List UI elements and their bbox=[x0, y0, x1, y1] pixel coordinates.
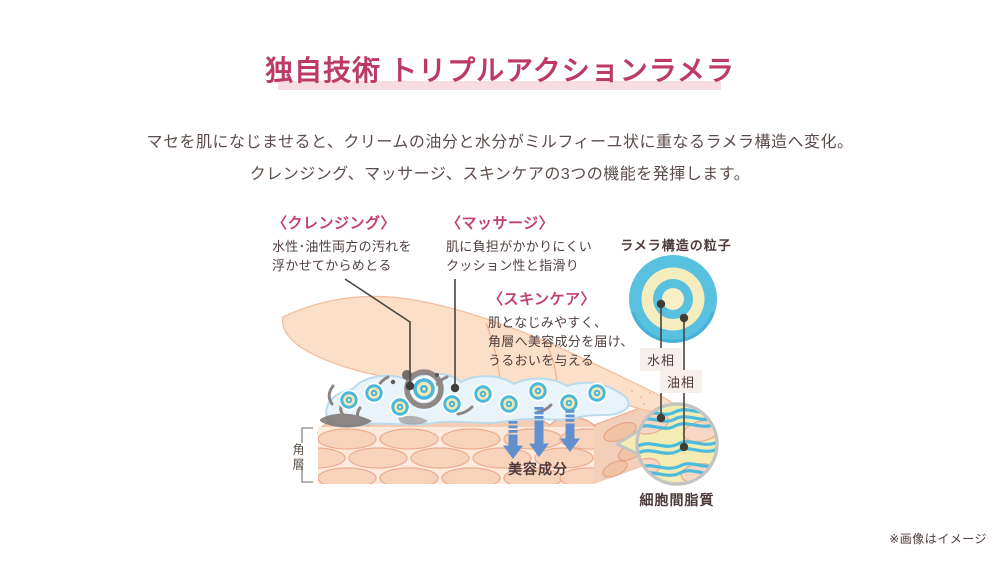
page-title: 独自技術 トリプルアクションラメラ bbox=[265, 56, 735, 87]
intro-text-line2: クレンジング、マッサージ、スキンケアの3つの機能を発揮します。 bbox=[249, 166, 751, 183]
beauty-ingredients-label: 美容成分 bbox=[508, 461, 568, 477]
water-phase-label: 水相 bbox=[640, 348, 683, 371]
cleansing-desc-line2: 浮かせてからめとる bbox=[272, 258, 392, 273]
beauty-ingredient-arrows bbox=[503, 407, 580, 459]
skincare-desc-line1: 肌となじみやすく、 bbox=[488, 315, 608, 330]
stratum-bracket bbox=[301, 427, 313, 483]
cleansing-heading: 〈クレンジング〉 bbox=[272, 215, 397, 232]
oil-phase-label: 油相 bbox=[660, 370, 703, 393]
skincare-desc-line2: 角層へ美容成分を届け、 bbox=[488, 334, 634, 349]
stratum-corneum-label: 角層 bbox=[291, 443, 305, 473]
lamella-particle-large bbox=[629, 255, 717, 343]
skincare-heading: 〈スキンケア〉 bbox=[488, 291, 597, 308]
massage-desc-line1: 肌に負担がかかりにくい bbox=[446, 239, 593, 254]
cleansing-desc-line1: 水性･油性両方の汚れを bbox=[272, 239, 412, 254]
image-disclaimer-note: ※画像はイメージ bbox=[889, 532, 987, 546]
feature-skincare: 〈スキンケア〉 肌となじみやすく、 角層へ美容成分を届け、 うるおいを与える bbox=[488, 288, 634, 370]
dirt-smudges bbox=[319, 369, 553, 428]
intro-text-line1: マセを肌になじませると、クリームの油分と水分がミルフィーユ状に重なるラメラ構造へ… bbox=[146, 134, 854, 151]
skincare-desc-line3: うるおいを与える bbox=[488, 353, 595, 368]
feature-cleansing: 〈クレンジング〉 水性･油性両方の汚れを 浮かせてからめとる bbox=[272, 212, 412, 275]
lamella-particles bbox=[338, 376, 608, 418]
massage-desc-line2: クッション性と指滑り bbox=[446, 258, 580, 273]
lamella-particle-title: ラメラ構造の粒子 bbox=[620, 238, 732, 253]
intercellular-lipids-label: 細胞間脂質 bbox=[639, 492, 715, 508]
feature-massage: 〈マッサージ〉 肌に負担がかかりにくい クッション性と指滑り bbox=[446, 212, 592, 275]
leader-dots bbox=[405, 299, 689, 452]
massage-heading: 〈マッサージ〉 bbox=[446, 215, 555, 232]
title-underline-bar bbox=[278, 81, 721, 90]
